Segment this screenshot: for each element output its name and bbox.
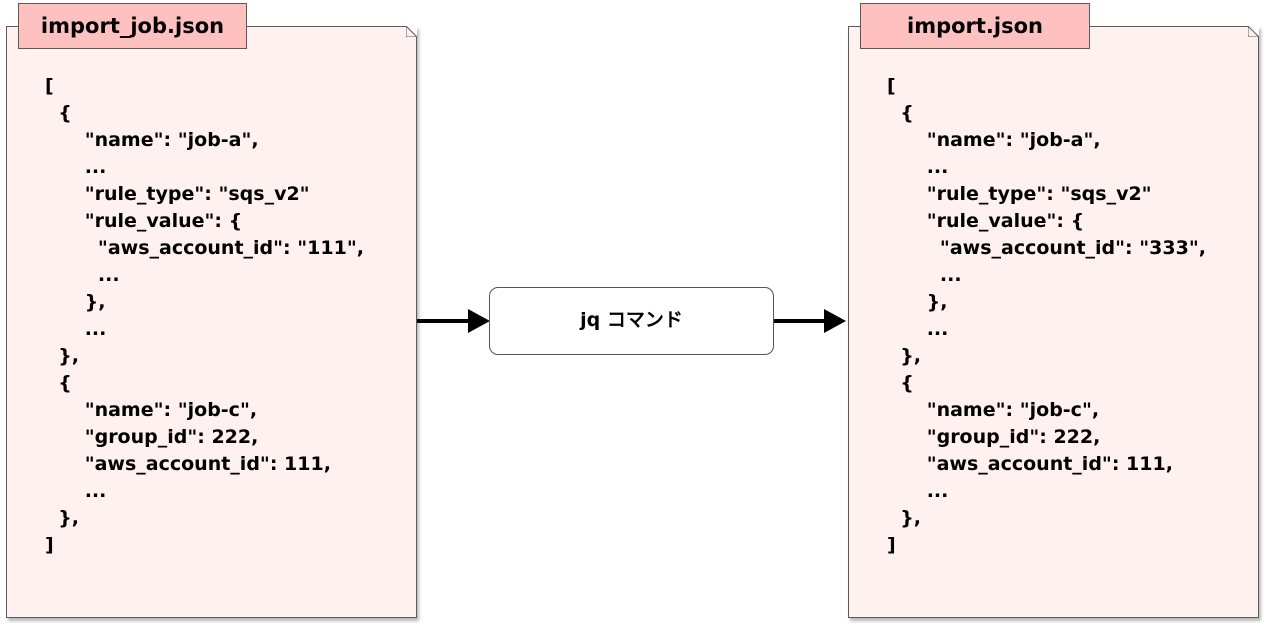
json-line: "rule_type": "sqs_v2" bbox=[45, 183, 310, 205]
json-line: "aws_account_id": "333", bbox=[887, 237, 1206, 259]
json-line: "aws_account_id": 111, bbox=[45, 453, 331, 475]
json-line: ... bbox=[887, 480, 949, 502]
json-line: { bbox=[887, 372, 914, 394]
output-document-title: import.json bbox=[860, 3, 1090, 49]
arrow-to-output bbox=[774, 309, 846, 333]
json-line: { bbox=[887, 102, 914, 124]
json-line: "rule_type": "sqs_v2" bbox=[887, 183, 1152, 205]
json-line: "group_id": 222, bbox=[887, 426, 1101, 448]
json-line: { bbox=[45, 372, 72, 394]
json-line: { bbox=[45, 102, 72, 124]
page-fold-icon bbox=[1248, 26, 1259, 37]
json-line: ... bbox=[45, 318, 107, 340]
json-line: "group_id": 222, bbox=[45, 426, 259, 448]
json-line: }, bbox=[887, 507, 921, 529]
json-line: ... bbox=[887, 156, 949, 178]
json-line: }, bbox=[45, 345, 79, 367]
json-line: ... bbox=[45, 156, 107, 178]
json-line: }, bbox=[887, 291, 948, 313]
json-line: }, bbox=[45, 507, 79, 529]
json-line: "name": "job-c", bbox=[45, 399, 258, 421]
json-line: ... bbox=[45, 264, 120, 286]
json-line: ] bbox=[887, 534, 896, 556]
page-fold-icon bbox=[406, 26, 417, 37]
json-line: "name": "job-a", bbox=[887, 129, 1101, 151]
arrow-to-process bbox=[417, 309, 490, 333]
source-json-content: [ { "name": "job-a", ... "rule_type": "s… bbox=[45, 73, 364, 559]
jq-command-process: jq コマンド bbox=[489, 287, 774, 355]
json-line: "name": "job-c", bbox=[887, 399, 1100, 421]
json-line: ] bbox=[45, 534, 54, 556]
source-document bbox=[6, 26, 417, 618]
output-json-content: [ { "name": "job-a", ... "rule_type": "s… bbox=[887, 73, 1206, 559]
json-line: [ bbox=[887, 75, 896, 97]
json-line: ... bbox=[887, 318, 949, 340]
json-line: "aws_account_id": 111, bbox=[887, 453, 1173, 475]
output-document bbox=[848, 26, 1259, 618]
json-line: "name": "job-a", bbox=[45, 129, 259, 151]
json-line: ... bbox=[45, 480, 107, 502]
json-line: }, bbox=[887, 345, 921, 367]
json-line: }, bbox=[45, 291, 106, 313]
json-line: "rule_value": { bbox=[45, 210, 243, 232]
json-line: "rule_value": { bbox=[887, 210, 1085, 232]
source-document-title: import_job.json bbox=[18, 3, 247, 49]
json-line: "aws_account_id": "111", bbox=[45, 237, 364, 259]
json-line: [ bbox=[45, 75, 54, 97]
json-line: ... bbox=[887, 264, 962, 286]
